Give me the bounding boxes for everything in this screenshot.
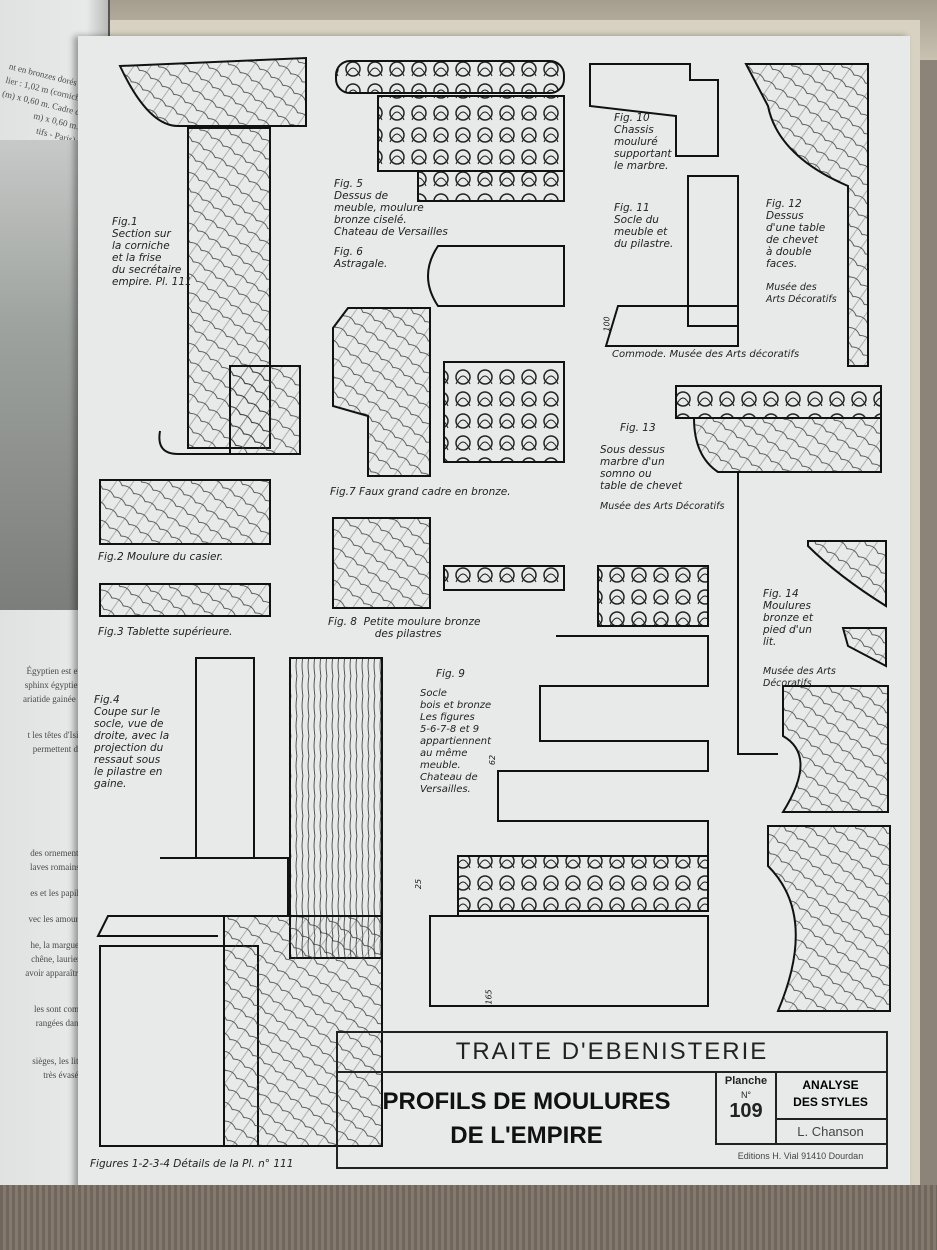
fig7-drawing xyxy=(332,307,565,477)
left-page-body: Égyptien est en sphinx égyptien ariatide… xyxy=(0,664,82,1082)
fig14-caption: Fig. 14 Moulures bronze et pied d'un lit… xyxy=(763,588,813,648)
fig3-caption: Fig.3 Tablette supérieure. xyxy=(98,626,233,638)
fig9-caption: Fig. 9 xyxy=(436,668,465,680)
fig8-drawing xyxy=(332,517,565,609)
text-line: sièges, les lits xyxy=(32,1056,82,1066)
text-line: t les têtes d'Isis xyxy=(27,730,82,740)
text-line: he, la margue- xyxy=(30,940,82,950)
left-page-caption: nt en bronzes dorés - Époque lier : 1,02… xyxy=(0,59,112,147)
fig13-source: Musée des Arts Décoratifs xyxy=(600,501,725,512)
text-line: sphinx égyptien xyxy=(24,680,82,690)
dimension-label: 165 xyxy=(484,989,494,1005)
fig11-drawing xyxy=(604,175,739,347)
text-line: les sont com- xyxy=(34,1004,82,1014)
fig2-caption: Fig.2 Moulure du casier. xyxy=(98,551,224,563)
fig10-drawing xyxy=(589,63,719,157)
fig9-drawing xyxy=(429,565,709,1007)
fig6-caption: Fig. 6 Astragale. xyxy=(334,246,388,270)
text-line: vec les amours xyxy=(28,914,82,924)
fig2-drawing xyxy=(99,479,271,545)
fig7-caption: Fig.7 Faux grand cadre en bronze. xyxy=(330,486,511,498)
dimension-label: 100 xyxy=(602,316,612,332)
fig6-drawing xyxy=(427,245,565,307)
fig10-caption: Fig. 10 Chassis mouluré supportant le ma… xyxy=(614,112,672,172)
series-title: TRAITE D'EBENISTERIE xyxy=(338,1033,886,1073)
text-line: laves romains, xyxy=(30,862,82,872)
text-line: permettent de xyxy=(32,744,82,754)
title-line: DE L'EMPIRE xyxy=(450,1122,603,1149)
author: L. Chanson xyxy=(797,1124,864,1139)
text-line: Égyptien est en xyxy=(26,666,83,676)
fig11-caption: Fig. 11 Socle du meuble et du pilastre. xyxy=(614,202,674,250)
text-line: très évasés xyxy=(43,1070,82,1080)
text-line: chêne, laurier, xyxy=(31,954,82,964)
dimension-label: 25 xyxy=(414,878,424,890)
plate-title: PROFILS DE MOULURES DE L'EMPIRE xyxy=(338,1071,715,1167)
plate-number-box: Planche N° 109 xyxy=(715,1071,777,1143)
furniture-photo xyxy=(0,140,80,610)
category-box: ANALYSE DES STYLES xyxy=(775,1071,886,1120)
publisher: Editions H. Vial 91410 Dourdan xyxy=(715,1143,886,1169)
title-block: TRAITE D'EBENISTERIE PROFILS DE MOULURES… xyxy=(336,1031,888,1169)
planche-label: Planche xyxy=(724,1075,768,1087)
plate-page: Fig.1 Section sur la corniche et la fris… xyxy=(78,36,910,1191)
fig11-source: Commode. Musée des Arts décoratifs xyxy=(612,349,800,360)
text-line: des ornements xyxy=(30,848,82,858)
fig12-caption: Fig. 12 Dessus d'une table de chevet à d… xyxy=(766,198,826,270)
fig8-caption: Fig. 8 Petite moulure bronze des pilastr… xyxy=(328,616,481,640)
fig3-drawing xyxy=(99,583,271,617)
fig12-drawing xyxy=(744,63,869,367)
fig9-description: Socle bois et bronze Les figures 5-6-7-8… xyxy=(420,688,492,795)
fig13-caption: Fig. 13 xyxy=(620,422,656,434)
text-line: es et les papil- xyxy=(30,888,82,898)
text-line: avoir apparaître xyxy=(25,968,82,978)
text-line: ariatide gainée à xyxy=(23,694,82,704)
dimension-label: 62 xyxy=(488,754,498,766)
fig13-description: Sous dessus marbre d'un somno ou table d… xyxy=(600,444,683,492)
fig5-drawing xyxy=(335,60,565,202)
fig14-drawing xyxy=(767,540,891,1012)
number-label: N° xyxy=(740,1090,752,1100)
fig14-source: Musée des Arts Décoratifs xyxy=(763,666,836,689)
text-line: rangées dans xyxy=(35,1018,82,1028)
plate-number: 109 xyxy=(729,1100,763,1122)
category-line: DES STYLES xyxy=(793,1095,868,1109)
figures-footer: Figures 1-2-3-4 Détails de la Pl. n° 111 xyxy=(90,1158,294,1170)
fig1-caption: Fig.1 Section sur la corniche et la fris… xyxy=(112,216,192,288)
category-line: ANALYSE xyxy=(802,1078,859,1092)
fig13-drawing xyxy=(675,385,882,755)
fig4-caption: Fig.4 Coupe sur le socle, vue de droite,… xyxy=(94,694,170,790)
technical-drawings xyxy=(96,56,891,1147)
carpet xyxy=(0,1185,937,1250)
fig1-drawing xyxy=(118,56,307,455)
title-line: PROFILS DE MOULURES xyxy=(382,1088,671,1115)
fig12-source: Musée des Arts Décoratifs xyxy=(766,282,837,305)
fig5-caption: Fig. 5 Dessus de meuble, moulure bronze … xyxy=(334,178,448,238)
